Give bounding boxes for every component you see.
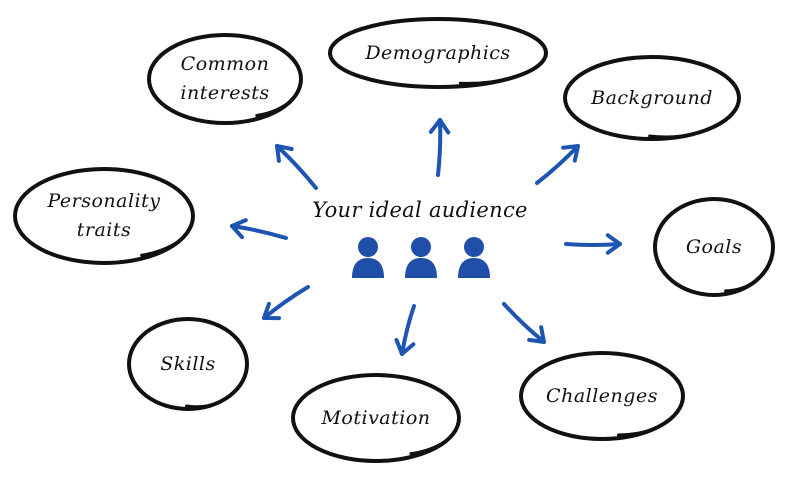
arrow-background bbox=[535, 144, 580, 185]
node-label: Challenges bbox=[546, 382, 658, 411]
ring-overlap bbox=[648, 132, 697, 139]
people-icon bbox=[458, 237, 490, 278]
node-label-line: Demographics bbox=[365, 41, 511, 64]
ring-stroke bbox=[147, 33, 303, 125]
ring-overlap bbox=[724, 279, 757, 293]
people-icon-group bbox=[352, 237, 490, 278]
node-common-interests: Common interests bbox=[146, 32, 304, 126]
people-icon bbox=[405, 237, 437, 278]
node-label-line: interests bbox=[180, 82, 270, 104]
node-demographics: Demographics bbox=[327, 16, 549, 90]
ring-common-interests bbox=[147, 33, 303, 125]
ring-overlap bbox=[255, 100, 292, 118]
node-label: Goals bbox=[686, 233, 742, 262]
arrow-challenges bbox=[502, 302, 546, 344]
ring-challenges bbox=[519, 351, 685, 441]
node-label: Motivation bbox=[321, 404, 430, 433]
node-background: Background bbox=[562, 54, 742, 142]
node-goals: Goals bbox=[652, 196, 776, 298]
ring-background bbox=[563, 55, 741, 141]
ring-overlap bbox=[616, 425, 660, 437]
people-icon bbox=[352, 237, 384, 278]
node-label: Background bbox=[591, 84, 713, 113]
ring-stroke bbox=[653, 197, 775, 297]
ring-goals bbox=[653, 197, 775, 297]
node-label-line: Motivation bbox=[321, 406, 431, 429]
ring-stroke bbox=[13, 167, 195, 265]
arrow-personality-traits bbox=[230, 218, 288, 240]
ring-stroke bbox=[328, 17, 548, 89]
ring-stroke bbox=[519, 351, 685, 441]
node-label: Skills bbox=[160, 350, 216, 379]
ring-demographics bbox=[328, 17, 548, 89]
node-motivation: Motivation bbox=[290, 372, 462, 464]
node-label-line: Challenges bbox=[546, 384, 658, 407]
node-label: Demographics bbox=[365, 39, 510, 68]
node-challenges: Challenges bbox=[518, 350, 686, 442]
node-label-line: Skills bbox=[160, 352, 216, 375]
ring-stroke bbox=[291, 373, 461, 463]
node-label-line: traits bbox=[76, 219, 132, 241]
arrow-goals bbox=[564, 233, 622, 255]
ring-overlap bbox=[184, 401, 219, 409]
node-label: Common interests bbox=[180, 50, 269, 108]
node-personality-traits: Personality traits bbox=[12, 166, 196, 266]
ring-personality-traits bbox=[13, 167, 195, 265]
ring-overlap bbox=[409, 438, 449, 456]
node-label-line: Goals bbox=[685, 235, 743, 258]
ring-motivation bbox=[291, 373, 461, 463]
node-label-line: Common bbox=[180, 53, 270, 75]
node-skills: Skills bbox=[126, 316, 250, 412]
center-title: Your ideal audience bbox=[312, 198, 528, 222]
ring-overlap bbox=[140, 239, 182, 257]
arrow-common-interests bbox=[275, 144, 318, 190]
node-label-line: Background bbox=[591, 86, 713, 109]
arrow-motivation bbox=[394, 304, 416, 356]
ring-stroke bbox=[127, 317, 249, 411]
arrow-demographics bbox=[428, 118, 451, 177]
ring-stroke bbox=[563, 55, 741, 141]
ring-overlap bbox=[458, 75, 515, 85]
node-label-line: Personality bbox=[47, 190, 161, 212]
ring-skills bbox=[127, 317, 249, 411]
arrow-skills bbox=[262, 285, 310, 321]
node-label: Personality traits bbox=[47, 187, 160, 245]
